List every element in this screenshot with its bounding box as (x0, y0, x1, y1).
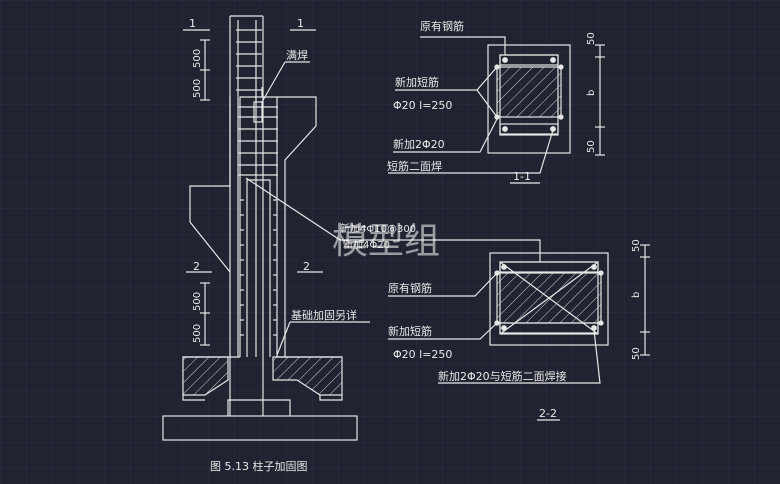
label-foundation-note: 基础加固另详 (291, 308, 357, 322)
dim-2-2-top: 50 (631, 239, 642, 252)
label-new-bars-weld-2: 新加2Φ20与短筋二面焊接 (438, 369, 567, 383)
watermark: 模型组 (332, 221, 440, 262)
label-weld-1: 短筋二面焊 (387, 159, 442, 173)
label-short-bar-spec-2: Φ20 l=250 (393, 348, 452, 361)
dimension-500-4: 500 (192, 324, 203, 343)
section-mark-2-right: 2 (303, 260, 310, 273)
label-new-short-bar-1: 新加短筋 (395, 75, 439, 89)
dimension-500-3: 500 (192, 292, 203, 311)
label-new-short-bar-2: 新加短筋 (388, 324, 432, 338)
label-full-weld: 满焊 (286, 48, 308, 62)
label-new-bars-1: 新加2Φ20 (393, 137, 445, 151)
dim-1-1-mid: b (586, 90, 597, 96)
label-existing-rebar-2: 原有钢筋 (388, 281, 432, 295)
dimension-500-2: 500 (192, 79, 203, 98)
label-short-bar-spec-1: Φ20 l=250 (393, 99, 452, 112)
section-mark-1-left: 1 (189, 17, 196, 30)
section-1-1-drawing (388, 36, 605, 184)
column-elevation (162, 15, 370, 441)
section-2-2-title: 2-2 (539, 407, 557, 420)
dimension-500-1: 500 (192, 49, 203, 68)
section-1-1-title: 1-1 (513, 170, 531, 183)
figure-caption: 图 5.13 柱子加固图 (210, 459, 308, 473)
dim-2-2-mid: b (631, 292, 642, 298)
label-new-stirrups: 新加4Φ10@300 (340, 222, 416, 235)
label-existing-rebar-1: 原有钢筋 (420, 19, 464, 33)
dim-2-2-bottom: 50 (631, 347, 642, 360)
dim-1-1-bottom: 50 (586, 140, 597, 153)
section-2-2-drawing (340, 239, 650, 421)
section-mark-2-left: 2 (193, 260, 200, 273)
label-new-bars: 新加4Φ20 (343, 238, 390, 251)
section-mark-1-right: 1 (297, 17, 304, 30)
dim-1-1-top: 50 (586, 32, 597, 45)
